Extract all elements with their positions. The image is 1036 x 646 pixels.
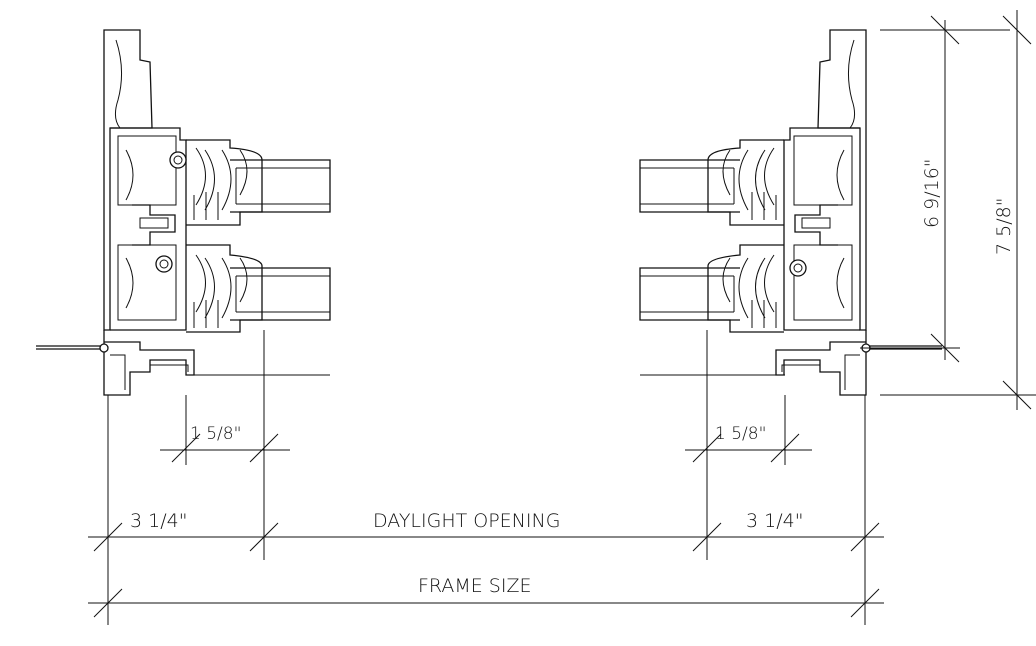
dimension-lines (88, 10, 1036, 625)
glazing-left-dimension: 1 5/8" (190, 424, 241, 444)
frame-size-label: FRAME SIZE (418, 575, 531, 597)
height-outer-dimension: 7 5/8" (993, 198, 1015, 255)
height-inner-dimension: 6 9/16" (921, 158, 943, 228)
daylight-opening-label: DAYLIGHT OPENING (373, 510, 560, 532)
sash-left-dimension: 3 1/4" (130, 510, 187, 532)
glazing-right-dimension: 1 5/8" (715, 424, 766, 444)
left-jamb-section (36, 29, 331, 396)
sash-right-dimension: 3 1/4" (746, 510, 803, 532)
right-jamb-section (639, 29, 942, 396)
